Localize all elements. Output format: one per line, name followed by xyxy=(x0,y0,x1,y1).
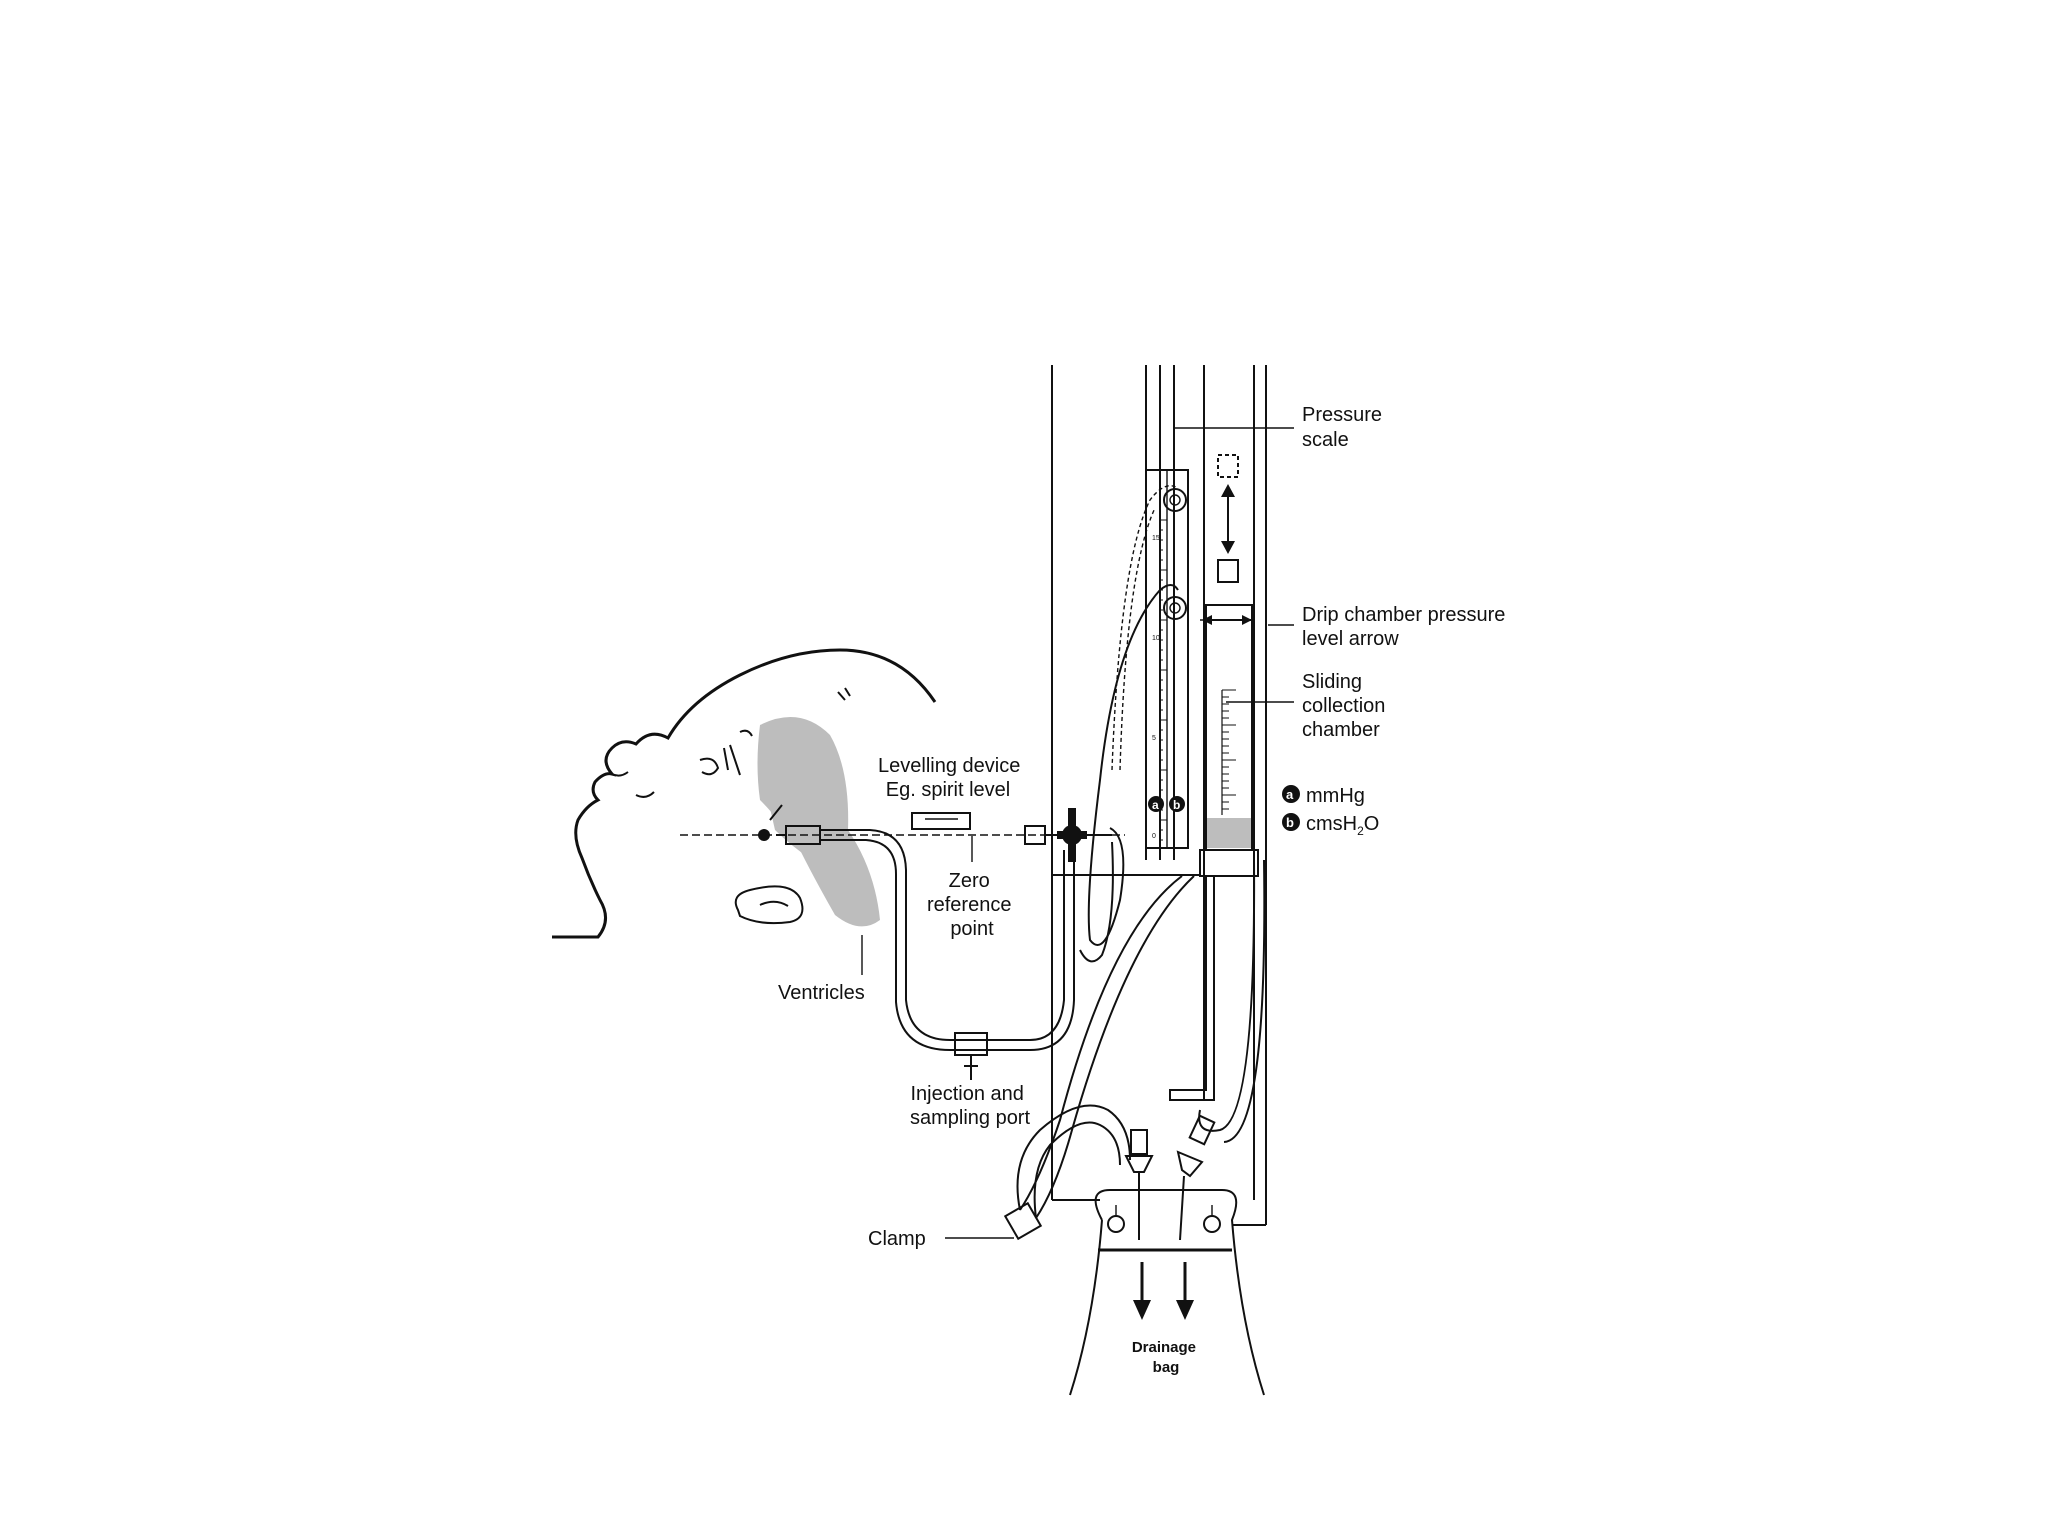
label-sliding-chamber-l3: chamber xyxy=(1302,719,1380,741)
scale-tick-5: 5 xyxy=(1152,735,1156,742)
label-sliding-chamber-l1: Sliding xyxy=(1302,671,1362,693)
label-ventricles: Ventricles xyxy=(778,982,865,1004)
legend-b-tail: O xyxy=(1364,813,1380,835)
scale-tick-0: 0 xyxy=(1152,833,1156,840)
label-clamp: Clamp xyxy=(868,1228,926,1250)
scale-tick-10: 10 xyxy=(1152,635,1160,642)
label-zero-ref-l3: point xyxy=(950,918,994,940)
label-drainage-l1: Drainage xyxy=(1132,1339,1196,1356)
scale-badge-a: a xyxy=(1152,798,1159,812)
label-pressure-scale-l2: scale xyxy=(1302,429,1349,451)
legend-b-main: cmsH xyxy=(1306,813,1357,835)
label-zero-ref: Zero reference point xyxy=(927,870,1017,940)
label-zero-ref-l1: Zero xyxy=(949,870,990,892)
label-zero-ref-l2: reference xyxy=(927,894,1012,916)
units-legend: a mmHg b cmsH2O xyxy=(1282,785,1379,838)
label-drip-chamber-l1: Drip chamber pressure xyxy=(1302,604,1505,626)
sliding-collection-chamber xyxy=(1170,455,1258,1100)
pressure-scale: 15 10 5 0 a b xyxy=(1146,470,1188,848)
label-levelling-l2: Eg. spirit level xyxy=(886,779,1011,801)
drip-chamber-arrow xyxy=(1200,615,1254,625)
scale-tick-15: 15 xyxy=(1152,535,1160,542)
bag-connectors xyxy=(1126,1116,1214,1240)
label-pressure-scale-l1: Pressure xyxy=(1302,404,1382,426)
scale-badge-b: b xyxy=(1173,798,1180,812)
label-injection: Injection and sampling port xyxy=(910,1083,1031,1129)
label-injection-l2: sampling port xyxy=(910,1107,1031,1129)
label-sliding-chamber: Sliding collection chamber xyxy=(1302,671,1391,741)
legend-a-badge: a xyxy=(1286,787,1294,802)
label-levelling: Levelling device Eg. spirit level xyxy=(878,755,1026,801)
label-pressure-scale: Pressure scale xyxy=(1302,404,1388,451)
legend-a-text: mmHg xyxy=(1306,785,1365,807)
legend-b-text: cmsH2O xyxy=(1306,813,1379,838)
label-drainage: Drainage bag xyxy=(1132,1339,1200,1376)
label-levelling-l1: Levelling device xyxy=(878,755,1020,777)
stopcock[interactable] xyxy=(1025,808,1112,862)
label-sliding-chamber-l2: collection xyxy=(1302,695,1385,717)
legend-b-badge: b xyxy=(1286,815,1294,830)
label-injection-l1: Injection and xyxy=(911,1083,1024,1105)
levelling-device xyxy=(912,813,972,862)
label-drip-chamber-l2: level arrow xyxy=(1302,628,1399,650)
patient-head xyxy=(552,650,935,937)
label-drip-chamber: Drip chamber pressure level arrow xyxy=(1302,604,1511,650)
label-drainage-l2: bag xyxy=(1153,1359,1180,1376)
